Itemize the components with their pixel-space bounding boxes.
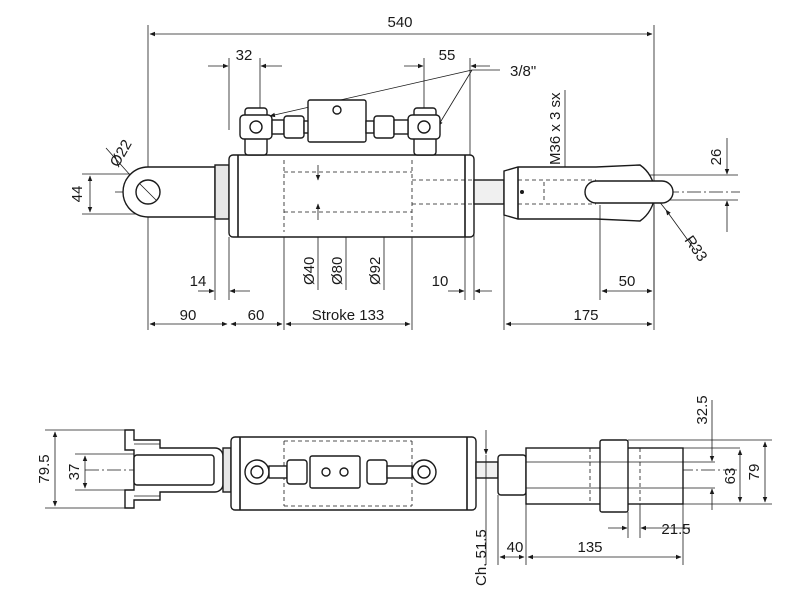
dim-clevis-widths: 32.5 63 79 [628,395,772,510]
leader-port-thread: 3/8" [269,63,536,127]
rod-eye [122,166,216,218]
label-tube-cap-length: 60 [248,307,265,324]
cylinder-barrel [228,154,475,238]
dim-row-primary: 90 60 Stroke 133 175 [149,215,653,330]
label-clevis-body-length: 135 [577,539,602,556]
label-fork-inner: 37 [66,464,83,481]
hydraulic-ports [239,99,441,156]
label-nut-length: 40 [507,539,524,556]
bottom-view: 79.5 37 32.5 63 79 21.5 [36,395,772,586]
label-rod-thread: M36 x 3 sx [547,92,564,165]
label-pin-diameter: Ø22 [107,137,136,170]
label-clevis-inner: 63 [722,468,739,485]
label-head-offset: 14 [190,273,207,290]
label-clevis-slot: 26 [708,149,725,166]
label-rod-diameter: Ø40 [301,257,318,285]
label-clevis-slot-length: 50 [619,273,636,290]
barrel-bottom [222,436,477,511]
dim-eye-width: 44 [69,173,138,215]
fork-end [124,429,224,509]
dim-port-spacing-right: 55 [404,47,490,155]
label-gland-offset: 10 [432,273,449,290]
dim-bottom-row: 40 135 Ch. 51.5 [473,430,684,586]
clevis-bottom [475,439,684,513]
dim-fork: 79.5 37 [36,429,134,509]
label-tube-diameter: Ø92 [367,257,384,285]
label-chamfer: Ch. 51.5 [473,529,490,586]
dim-rod-thread: M36 x 3 sx [547,90,568,181]
label-fork-outer: 79.5 [36,454,53,483]
label-clevis-outer: 79 [746,464,763,481]
rod-and-clevis [473,164,674,222]
label-clevis-offset: 32.5 [694,395,711,424]
top-view: 540 32 55 3/8" M36 x 3 sx [69,14,740,330]
label-eye-width: 44 [69,186,86,203]
label-stroke: Stroke 133 [312,307,385,324]
label-clevis-radius: R33 [681,233,711,265]
label-overall-length: 540 [387,14,412,31]
label-port-spacing-right: 55 [439,47,456,64]
label-clevis-length: 175 [573,307,598,324]
dim-row-secondary: 14 10 50 [190,204,655,300]
label-port-thread: 3/8" [510,63,536,80]
label-bore-diameter: Ø80 [329,257,346,285]
dim-port-spacing-left: 32 [208,47,282,130]
label-port-spacing-left: 32 [236,47,253,64]
label-eye-to-tube: 90 [180,307,197,324]
head-cap [214,164,230,220]
label-clevis-tab: 21.5 [661,521,690,538]
dim-diameters: Ø40 Ø80 Ø92 [301,237,385,290]
